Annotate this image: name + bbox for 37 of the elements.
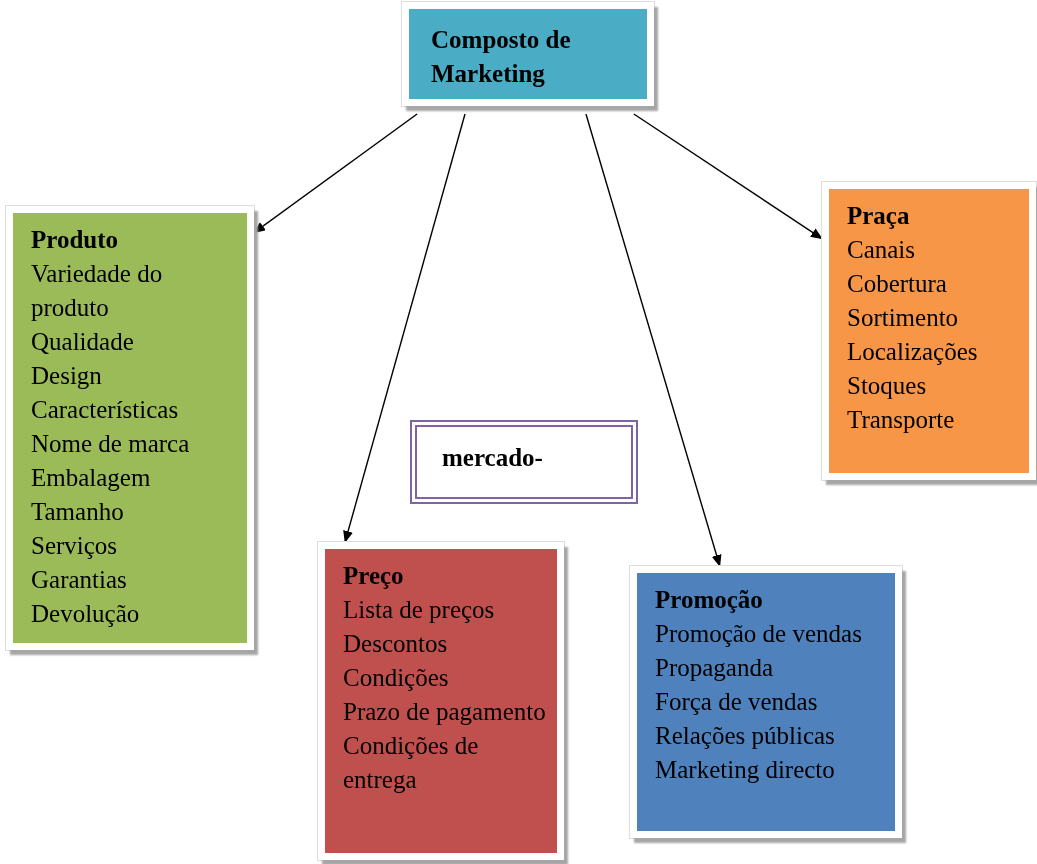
arrow: [633, 113, 823, 240]
list-item: Qualidade: [31, 327, 135, 357]
list-item: Marketing directo: [655, 755, 836, 785]
list-item: Nome de marca: [31, 429, 191, 459]
list-item: Força de vendas: [655, 687, 819, 717]
box-heading: mercado-: [442, 443, 544, 473]
list-item: Cobertura: [847, 269, 948, 299]
box-heading: Promoção: [655, 585, 764, 615]
list-item: Embalagem: [31, 463, 152, 493]
list-item: Condições: [343, 663, 450, 693]
arrow: [343, 113, 466, 543]
list-item: Relações públicas: [655, 721, 836, 751]
list-item: Características: [31, 395, 180, 425]
market-box: [410, 420, 638, 504]
list-item: Transporte: [847, 405, 956, 435]
list-item: Tamanho: [31, 497, 125, 527]
arrow: [253, 113, 418, 234]
box-heading: Composto de Marketing: [431, 25, 572, 89]
list-item: Prazo de pagamento: [343, 697, 547, 727]
list-item: Stoques: [847, 371, 928, 401]
box-heading: Produto: [31, 225, 120, 255]
list-item: Design: [31, 361, 103, 391]
list-item: Localizações: [847, 337, 979, 367]
list-item: Serviços: [31, 531, 119, 561]
arrow: [585, 113, 722, 567]
list-item: Sortimento: [847, 303, 960, 333]
list-item: Lista de preços: [343, 595, 496, 625]
list-item: Devolução: [31, 599, 141, 629]
list-item: Canais: [847, 235, 917, 265]
list-item: Variedade do produto: [31, 259, 164, 323]
list-item: Promoção de vendas: [655, 619, 863, 649]
box-heading: Preço: [343, 561, 405, 591]
list-item: Descontos: [343, 629, 449, 659]
list-item: Propaganda: [655, 653, 775, 683]
box-heading: Praça: [847, 201, 911, 231]
list-item: Garantias: [31, 565, 128, 595]
list-item: Condições de entrega: [343, 731, 480, 795]
